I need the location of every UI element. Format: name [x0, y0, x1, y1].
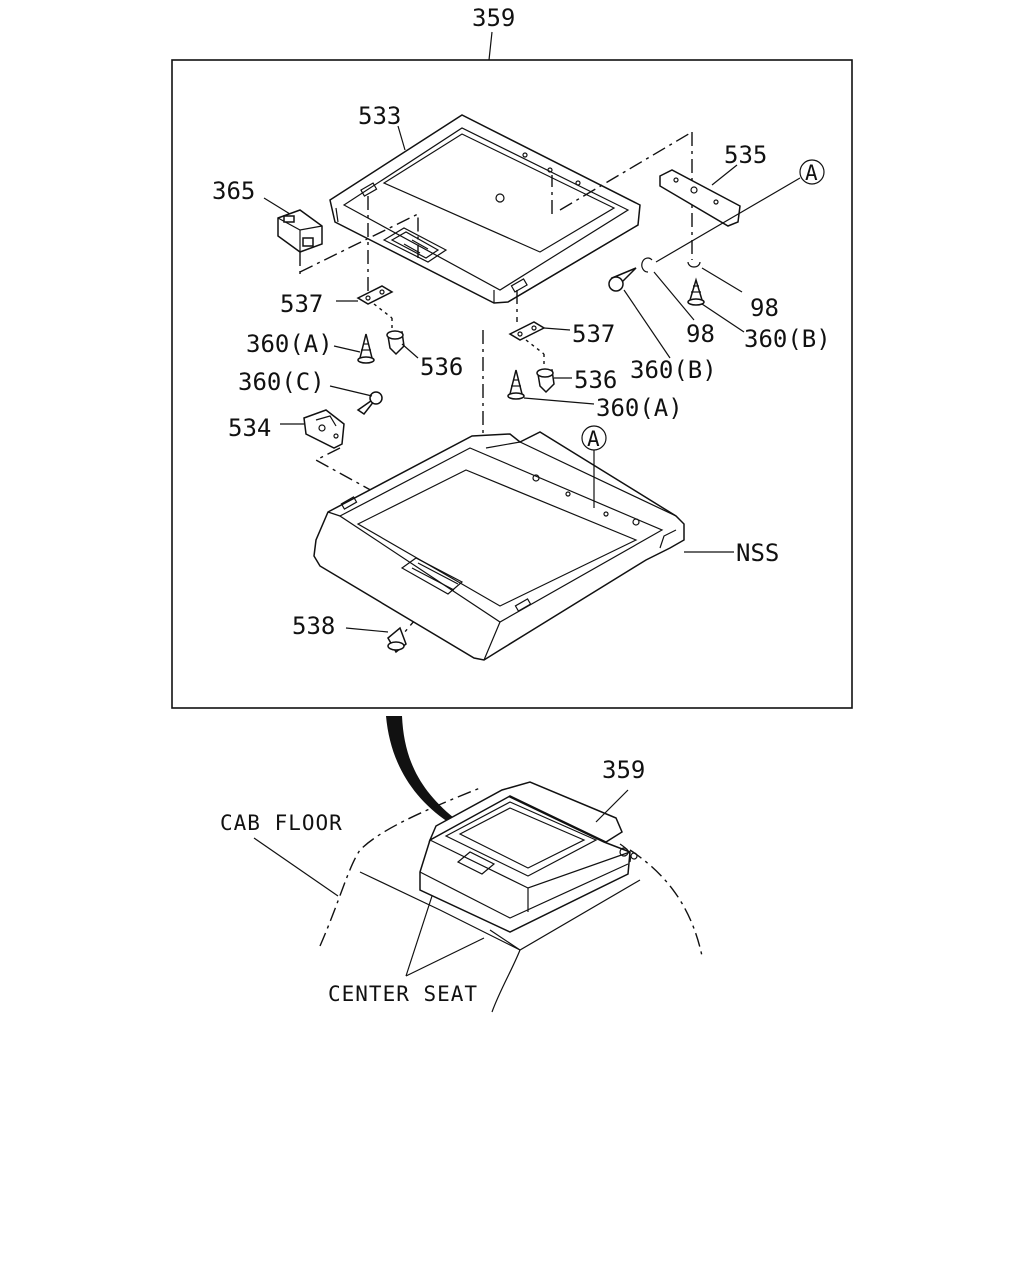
label-359-inset: 359 — [602, 756, 645, 784]
label-533: 533 — [358, 102, 401, 130]
screw-360b-right — [687, 277, 705, 306]
label-538: 538 — [292, 612, 335, 640]
label-537-right: 537 — [572, 320, 615, 348]
label-365: 365 — [212, 177, 255, 205]
lid-533 — [329, 114, 641, 304]
label-98-left: 98 — [686, 320, 715, 348]
latch-534 — [303, 409, 345, 449]
bracket-535 — [659, 169, 741, 227]
label-537-left: 537 — [280, 290, 323, 318]
clip-98-left — [641, 257, 653, 273]
base-tray-nss — [313, 431, 685, 661]
switch-365 — [277, 209, 323, 253]
screw-360a-left — [357, 333, 375, 364]
label-360b-mid: 360(B) — [630, 356, 717, 384]
screw-360b-mid — [608, 267, 637, 292]
ref-a-callout-top: A — [799, 159, 825, 185]
label-360a-left: 360(A) — [246, 330, 333, 358]
label-535: 535 — [724, 141, 767, 169]
label-cab-floor: CAB FLOOR — [220, 811, 343, 835]
label-360a-right: 360(A) — [596, 394, 683, 422]
assembly-leader — [488, 31, 493, 61]
label-534: 534 — [228, 414, 271, 442]
label-536-left: 536 — [420, 353, 463, 381]
label-359-top: 359 — [472, 4, 515, 32]
label-98-right: 98 — [750, 294, 779, 322]
label-360b-right: 360(B) — [744, 325, 831, 353]
clip-536-left — [386, 330, 405, 356]
label-536-right: 536 — [574, 366, 617, 394]
bracket-537-left — [356, 285, 394, 305]
clip-98-right — [687, 261, 701, 268]
pointer-arrow — [386, 716, 454, 822]
clip-538 — [387, 626, 407, 654]
bracket-537-right — [508, 321, 546, 341]
ref-a-text-mid: A — [587, 427, 601, 451]
screw-360c — [356, 391, 383, 416]
clip-536-right — [536, 368, 555, 394]
label-nss: NSS — [736, 539, 779, 567]
label-center-seat: CENTER SEAT — [328, 982, 478, 1006]
label-360c: 360(C) — [238, 368, 325, 396]
screw-360a-right — [507, 369, 525, 400]
assembly-frame — [171, 59, 853, 709]
ref-a-text-top: A — [805, 161, 819, 185]
ref-a-callout-mid: A — [581, 425, 607, 451]
inset-vehicle-view — [319, 781, 703, 1013]
